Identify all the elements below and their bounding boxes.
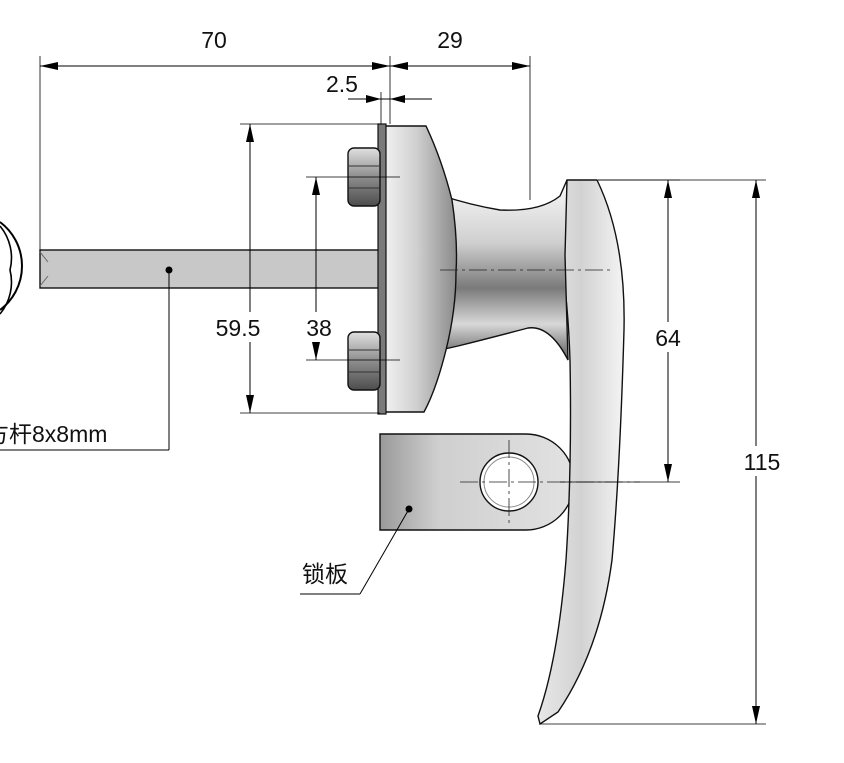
square-shaft xyxy=(39,249,383,289)
callout-lock-plate-label: 锁板 xyxy=(302,561,348,587)
mounting-plate-edge xyxy=(377,123,387,415)
dimension-64-label: 64 xyxy=(655,325,681,351)
lower-nut xyxy=(347,331,381,391)
dimension-2-5: 2.5 xyxy=(326,71,432,124)
dimension-70-label: 70 xyxy=(201,27,227,53)
part-geometry xyxy=(0,123,640,726)
handle-flange xyxy=(383,125,458,413)
dimension-29-label: 29 xyxy=(437,27,463,53)
dimension-59-5-label: 59.5 xyxy=(216,315,261,341)
callout-square-shaft: 方杆8x8mm xyxy=(0,270,170,451)
dimension-70: 70 xyxy=(39,27,391,250)
dimension-115-label: 115 xyxy=(744,449,781,475)
callout-square-shaft-label: 方杆8x8mm xyxy=(0,421,107,447)
dimension-38-label: 38 xyxy=(306,315,332,341)
dimension-29: 29 xyxy=(390,27,531,200)
dimension-38: 38 xyxy=(300,176,400,361)
dimension-115: 115 xyxy=(540,179,782,725)
detail-circle-arc xyxy=(0,221,23,311)
callout-lock-plate: 锁板 xyxy=(300,508,410,595)
dimension-2-5-label: 2.5 xyxy=(326,71,358,97)
dimension-59-5: 59.5 xyxy=(204,123,380,414)
